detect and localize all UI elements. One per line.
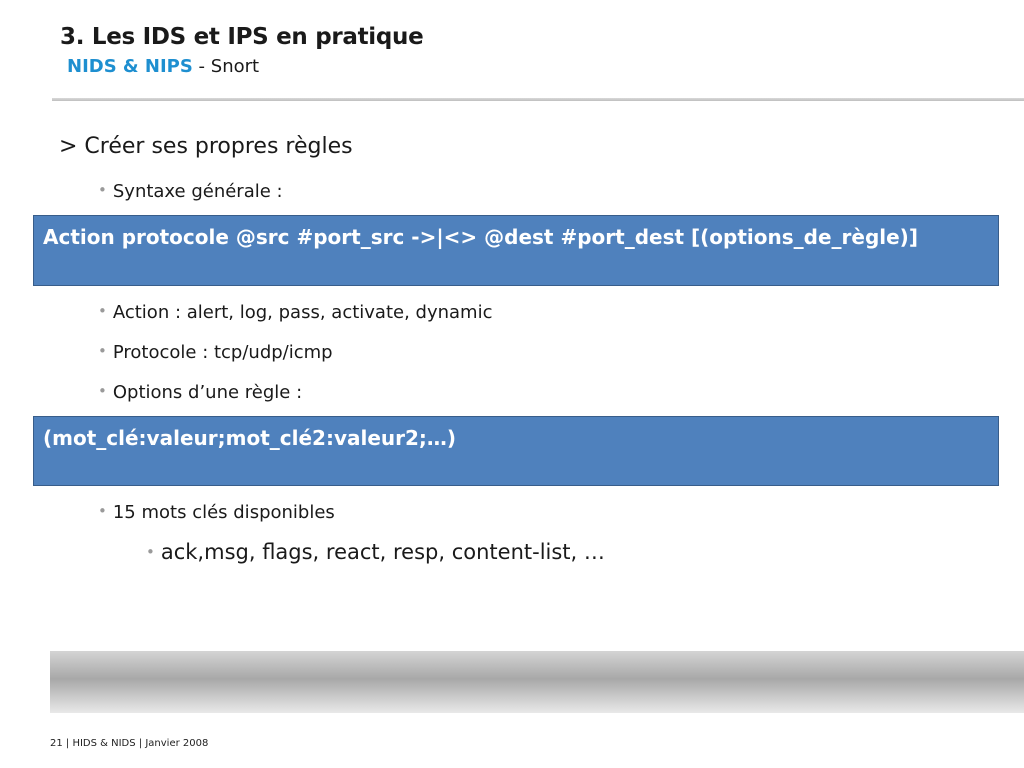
sub-bullet-keywords-text: ack,msg, flags, react, resp, content-lis… [160,540,605,564]
options-box: (mot_clé:valeur;mot_clé2:valeur2;…) [33,416,999,486]
bullet-syntax: • Syntaxe générale : [98,181,283,202]
bullet-syntax-text: Syntaxe générale : [112,181,283,202]
subtitle-highlight: NIDS & NIPS [67,56,193,77]
title-divider [52,98,1024,101]
bullet-icon: • [98,181,107,199]
bullet-options-text: Options d’une règle : [112,382,303,403]
bullet-icon: • [98,502,107,520]
slide-subtitle: NIDS & NIPS - Snort [67,56,259,77]
bullet-action: • Action : alert, log, pass, activate, dy… [98,302,492,323]
bullet-icon: • [146,543,155,561]
slide-footer: 21 | HIDS & NIDS | Janvier 2008 [50,738,209,749]
bullet-icon: • [98,302,107,320]
slide-title: 3. Les IDS et IPS en pratique [60,24,424,50]
bullet-keywords: • 15 mots clés disponibles [98,502,335,523]
subtitle-rest: - Snort [192,56,260,77]
bullet-options: • Options d’une règle : [98,382,302,403]
options-box-text: (mot_clé:valeur;mot_clé2:valeur2;…) [43,426,457,450]
bullet-action-text: Action : alert, log, pass, activate, dyn… [112,302,493,323]
syntax-box: Action protocole @src #port_src ->|<> @d… [33,215,999,286]
section-heading: > Créer ses propres règles [59,134,353,159]
syntax-box-text: Action protocole @src #port_src ->|<> @d… [43,225,918,249]
bullet-icon: • [98,382,107,400]
footer-gradient-band [50,651,1024,713]
bullet-protocole-text: Protocole : tcp/udp/icmp [112,342,333,363]
bullet-keywords-text: 15 mots clés disponibles [112,502,335,523]
sub-bullet-keywords: • ack,msg, flags, react, resp, content-li… [146,540,605,564]
bullet-icon: • [98,342,107,360]
bullet-protocole: • Protocole : tcp/udp/icmp [98,342,333,363]
